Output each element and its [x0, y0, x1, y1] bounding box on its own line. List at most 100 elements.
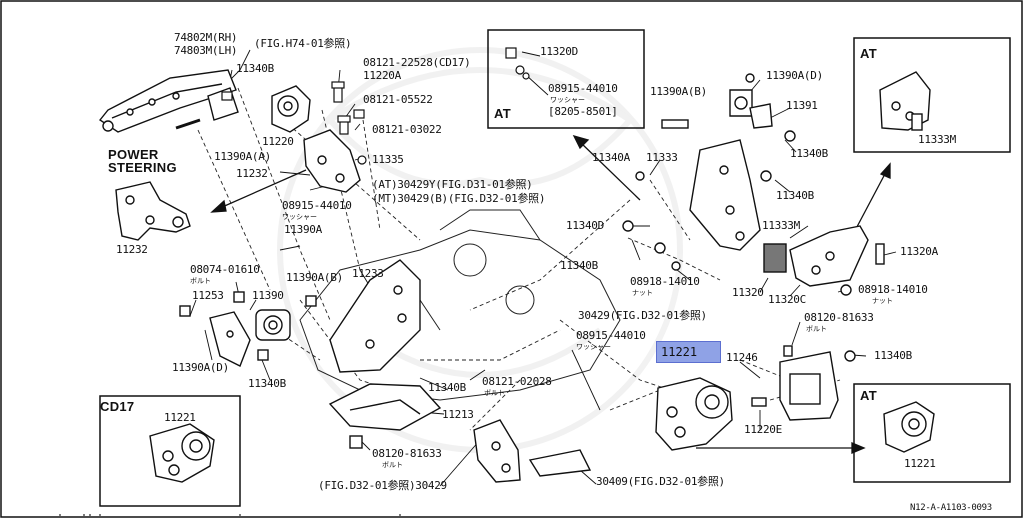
- label-11221-at: 11221: [904, 457, 936, 470]
- label-11390a: 11390A: [284, 223, 322, 236]
- label-11232-ps: 11232: [116, 243, 148, 256]
- label-11340b-5: 11340B: [776, 189, 814, 202]
- label-08120-81633-b: 08120-81633: [372, 447, 442, 460]
- label-11340b-2: 11340B: [248, 377, 286, 390]
- label-fig-h74: (FIG.H74-01参照): [254, 37, 352, 50]
- label-08915-44010-b: 08915-44010: [548, 82, 618, 95]
- label-fig-d32-30429: 30429(FIG.D32-01参照): [578, 309, 707, 322]
- mount-11221: [655, 377, 733, 451]
- label-11333m-inset: 11333M: [918, 133, 956, 146]
- label-at-inset-2: AT: [860, 46, 877, 61]
- footer-code: N12-A-A1103-0093: [910, 503, 992, 513]
- power-steering-bracket: [115, 181, 191, 241]
- footer-marks: [59, 514, 401, 516]
- label-power: POWER: [108, 147, 159, 162]
- label-08121-05522: 08121-05522: [363, 93, 433, 106]
- label-bolt-d: ボルト: [382, 461, 403, 469]
- label-11340b-3: 11340B: [560, 259, 598, 272]
- label-nut-b: ナット: [872, 297, 893, 305]
- highlighted-part-label: 11221: [661, 345, 698, 359]
- inset-at-11333m-part: [879, 71, 931, 131]
- label-11390a-d: 11390A(D): [172, 361, 229, 374]
- label-11390a-b: 11390A(B): [286, 271, 343, 284]
- inset-box-cd17: [99, 395, 241, 507]
- label-11220a: 11220A: [363, 69, 401, 82]
- label-08120-81633-a: 08120-81633: [804, 311, 874, 324]
- label-74803m: 74803M(LH): [174, 44, 238, 57]
- label-11220: 11220: [262, 135, 294, 148]
- label-bolt-a: ボルト: [190, 277, 211, 285]
- label-74802m: 74802M(RH): [174, 31, 238, 44]
- label-11340b-6: 11340B: [874, 349, 912, 362]
- label-11340b: 11340B: [236, 62, 274, 75]
- label-11390a-bb: 11390A(B): [650, 85, 707, 98]
- inset-box-at-11333m: [853, 37, 1011, 153]
- bolts-top: [175, 81, 367, 165]
- bracket-11246: [751, 345, 856, 421]
- label-11320: 11320: [732, 286, 764, 299]
- label-11213: 11213: [442, 408, 474, 421]
- label-bolt-b: ボルト: [806, 325, 827, 333]
- label-11340a: 11340A: [592, 151, 630, 164]
- label-11335: 11335: [372, 153, 404, 166]
- bracket-11233: [329, 259, 421, 373]
- label-11390: 11390: [252, 289, 284, 302]
- inset-cd17-part: [149, 423, 215, 483]
- inset-box-at-washer: [487, 29, 645, 129]
- mount-11390: [179, 291, 317, 367]
- label-bolt-c: ボルト: [484, 389, 505, 397]
- mount-11333: [622, 73, 796, 271]
- label-fig-d32-bottom: (FIG.D32-01参照)30429: [318, 479, 447, 492]
- label-11246: 11246: [726, 351, 758, 364]
- plate-11213: [328, 383, 442, 449]
- label-08074-01610: 08074-01610: [190, 263, 260, 276]
- label-11333: 11333: [646, 151, 678, 164]
- label-11340b-4: 11340B: [790, 147, 828, 160]
- label-11391: 11391: [786, 99, 818, 112]
- label-11232-top: 11232: [236, 167, 268, 180]
- label-11340b-7: 11340B: [428, 381, 466, 394]
- label-washer-b: ワッシャー: [550, 96, 585, 104]
- label-steering: STEERING: [108, 160, 177, 175]
- label-11233: 11233: [352, 267, 384, 280]
- label-11390a-a: 11390A(A): [214, 150, 271, 163]
- mount-11220: [207, 85, 311, 133]
- bracket-74802m: [98, 69, 237, 133]
- label-at-inset-1: AT: [494, 106, 511, 121]
- bracket-30429-lower: [473, 419, 592, 483]
- label-cd17: CD17: [100, 399, 135, 414]
- label-11320c: 11320C: [768, 293, 806, 306]
- highlighted-part-11221[interactable]: 11221: [656, 341, 721, 363]
- label-11333m: 11333M: [762, 219, 800, 232]
- label-08915-44010-c: 08915-44010: [576, 329, 646, 342]
- label-08918-14010-b: 08918-14010: [858, 283, 928, 296]
- label-fig-d31: (AT)30429Y(FIG.D31-01参照): [372, 178, 533, 191]
- label-30409: 30409(FIG.D32-01参照): [596, 475, 725, 488]
- label-fig-d32-mt: (MT)30429(B)(FIG.D32-01参照): [372, 192, 546, 205]
- label-08121-03022: 08121-03022: [372, 123, 442, 136]
- bracket-11333m: [763, 225, 885, 296]
- label-washer-c: ワッシャー: [576, 343, 611, 351]
- label-08121-22528: 08121-22528(CD17): [363, 56, 471, 69]
- label-11220e: 11220E: [744, 423, 782, 436]
- label-11390a-d2: 11390A(D): [766, 69, 823, 82]
- label-washer-a: ワッシャー: [282, 213, 317, 221]
- label-at-inset-3: AT: [860, 388, 877, 403]
- watermark-emblem: [277, 47, 683, 453]
- label-11221-cd17: 11221: [164, 411, 196, 424]
- label-11320d: 11320D: [540, 45, 578, 58]
- label-08915-44010-a: 08915-44010: [282, 199, 352, 212]
- label-8205-8501: [8205-8501]: [548, 105, 618, 118]
- inset-at-11221-part: [883, 401, 935, 453]
- label-11340d: 11340D: [566, 219, 604, 232]
- label-08918-14010-a: 08918-14010: [630, 275, 700, 288]
- label-nut-a: ナット: [632, 289, 653, 297]
- label-11320a: 11320A: [900, 245, 938, 258]
- inset-at-washer-parts: [505, 47, 530, 80]
- label-11253: 11253: [192, 289, 224, 302]
- inset-box-at-11221: [853, 383, 1011, 483]
- label-08121-02028: 08121-02028: [482, 375, 552, 388]
- bracket-11232: [303, 129, 361, 193]
